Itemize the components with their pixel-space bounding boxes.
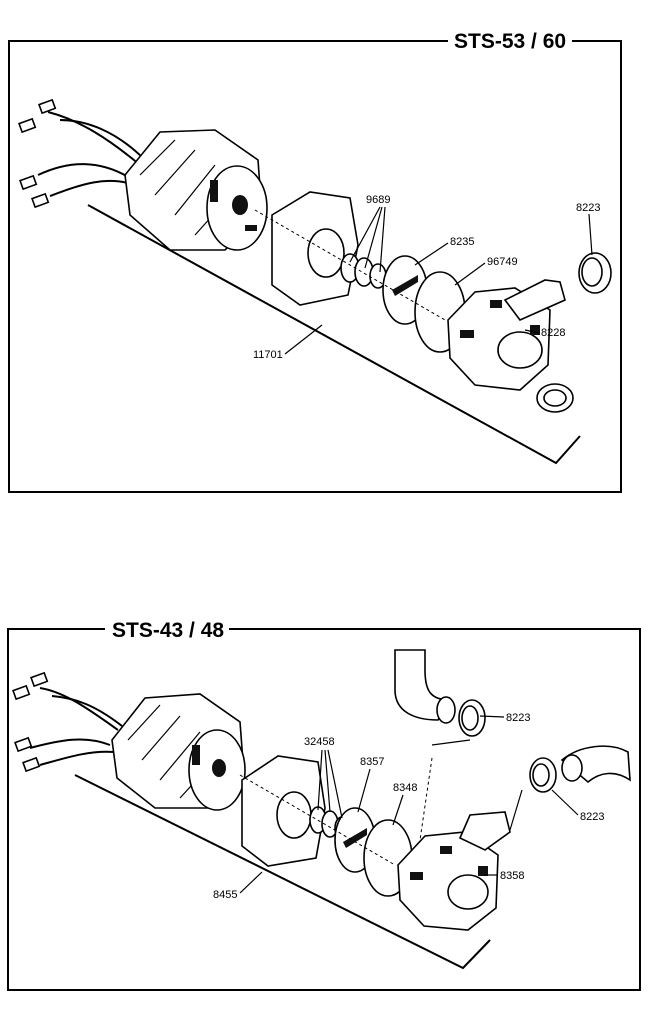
- label-8223-upper: 8223: [506, 712, 530, 724]
- motor-body: [124, 129, 268, 251]
- motor-body: [111, 693, 246, 811]
- label-8235: 8235: [450, 236, 474, 248]
- label-8223-right: 8223: [580, 811, 604, 823]
- base-plane: [74, 774, 491, 970]
- panel-frame: [7, 628, 641, 991]
- hose-clamp-upper: [458, 699, 486, 737]
- seal-rings: [340, 253, 387, 289]
- panel-frame: [8, 40, 622, 493]
- label-32458: 32458: [304, 736, 335, 748]
- label-8348: 8348: [393, 782, 417, 794]
- hose-straight: [394, 649, 456, 724]
- wire-harness: [12, 671, 123, 773]
- hose-clamp-upper: [578, 252, 612, 294]
- label-9689: 9689: [366, 194, 390, 206]
- wire-harness: [18, 98, 146, 209]
- hose-elbow: [560, 745, 631, 784]
- panel-sts-43-48: STS-43 / 48: [7, 617, 641, 991]
- label-8357: 8357: [360, 756, 384, 768]
- callouts: 9689 8223 8235 96749 8228 11701: [253, 194, 600, 361]
- label-8228: 8228: [541, 327, 565, 339]
- pump-housing-plate: [271, 191, 359, 306]
- hose-clamp-right: [529, 757, 557, 793]
- label-8455: 8455: [213, 889, 237, 901]
- base-plane: [87, 204, 581, 465]
- hose-clamp-lower: [536, 383, 574, 413]
- panel-title: STS-53 / 60: [454, 30, 566, 53]
- callouts: 8223 32458 8357 8348 8223 8358 8455: [213, 712, 604, 901]
- label-8358: 8358: [500, 870, 524, 882]
- label-11701: 11701: [253, 349, 283, 361]
- label-96749: 96749: [487, 256, 518, 268]
- label-8223-top: 8223: [576, 202, 600, 214]
- panel-sts-53-60: STS-53 / 60: [8, 28, 622, 493]
- pump-cover: [447, 279, 566, 391]
- pump-cover: [397, 811, 511, 931]
- panel-title: STS-43 / 48: [112, 619, 224, 642]
